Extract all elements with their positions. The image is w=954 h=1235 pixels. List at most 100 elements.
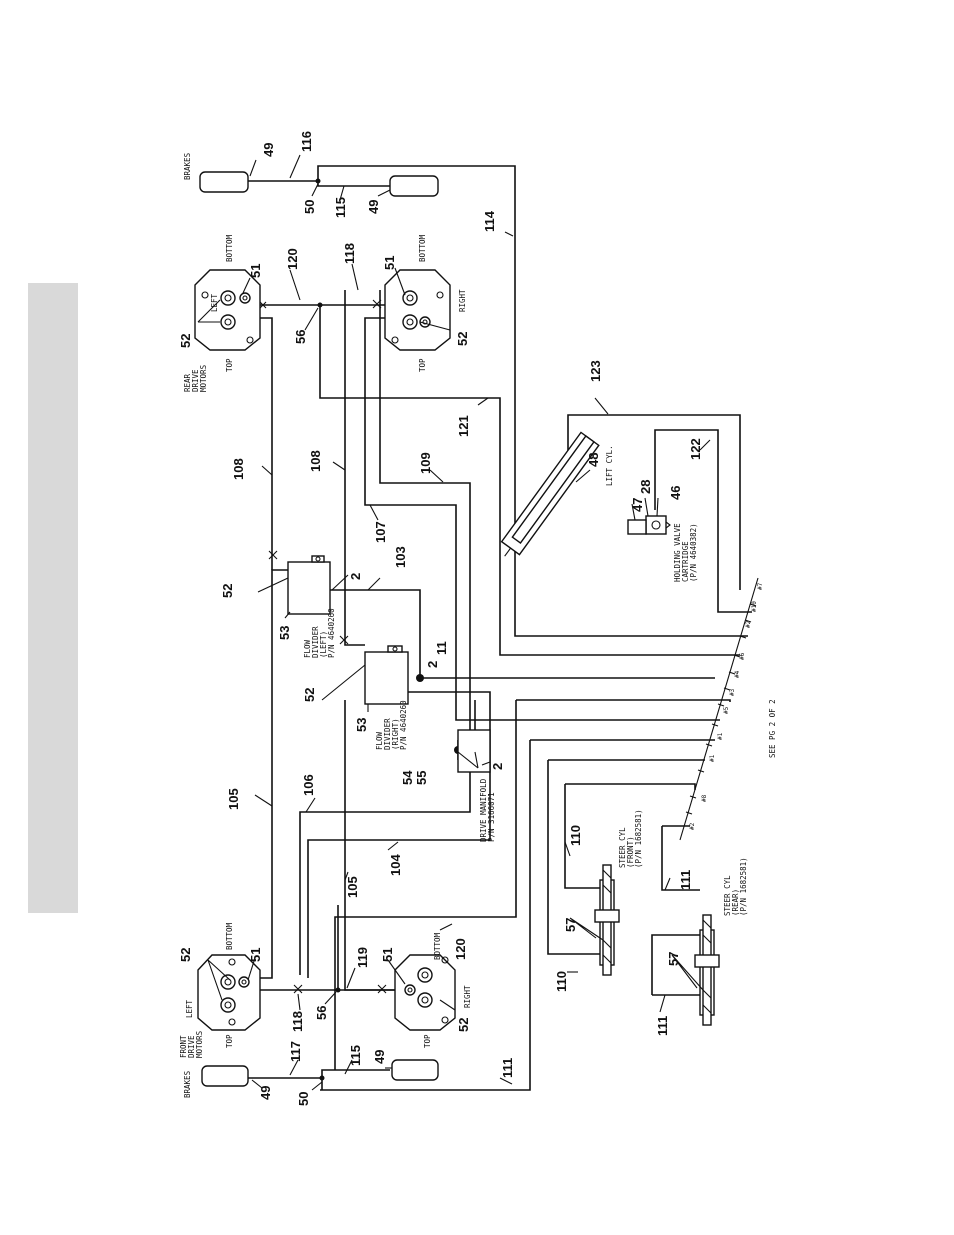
front-drive-motors-line3: MOTORS (195, 1030, 204, 1058)
steer-cyl-rear-line1: STEER CYL (723, 875, 732, 916)
flow-divider-right (364, 645, 409, 705)
callout-105: 105 (226, 788, 241, 810)
rear-bottom-right-label: BOTTOM (418, 234, 427, 262)
port-label: #4 (734, 670, 741, 678)
callout-114: 114 (482, 210, 497, 232)
brakes-rear-label: BRAKES (183, 152, 192, 180)
callout-56: 56 (314, 1006, 329, 1020)
callout-118: 118 (290, 1011, 305, 1032)
port-label: #7 (757, 582, 764, 590)
port-label: #2 (689, 822, 696, 830)
flow-divider-right-line4: P/N 4640260 (399, 700, 408, 750)
port-label: #8 (701, 794, 708, 802)
front-bottom-right-label: BOTTOM (433, 932, 442, 960)
callout-49: 49 (261, 143, 276, 157)
drive-manifold (457, 729, 491, 773)
steer-cylinder-front (594, 864, 620, 976)
callout-51: 51 (248, 264, 263, 278)
steer-cyl-rear-line2: (REAR) (731, 889, 740, 916)
flow-divider-right-line1: FLOW (375, 731, 384, 750)
callout-108: 108 (231, 458, 246, 480)
callout-110: 110 (554, 971, 569, 992)
rear-top-left-label: TOP (225, 358, 234, 372)
callout-104: 104 (388, 854, 403, 876)
callout-51: 51 (382, 256, 397, 270)
holding-valve-line2: CARTRIDGE (681, 541, 690, 582)
callout-120: 120 (285, 248, 300, 270)
flow-divider-left-line3: (LEFT) (319, 631, 328, 658)
steer-cyl-front-line2: (FRONT) (626, 836, 635, 868)
rear-top-right-label: TOP (418, 358, 427, 372)
rear-left-label: LEFT (210, 293, 219, 312)
callout-50: 50 (296, 1092, 311, 1106)
callout-57: 57 (563, 918, 578, 932)
gray-margin-strip (28, 283, 78, 913)
callout-120: 120 (453, 938, 468, 960)
leader-lines (197, 154, 711, 1091)
plug-markers (259, 299, 387, 994)
callout-105: 105 (345, 876, 360, 898)
flow-divider-right-line2: DIVIDER (383, 718, 392, 750)
front-left-label: LEFT (185, 999, 194, 1018)
flow-divider-left (287, 555, 331, 615)
component-labels: BRAKES BRAKES REAR DRIVE MOTORS FRONT DR… (179, 152, 777, 1098)
callout-56: 56 (293, 330, 308, 344)
callout-57: 57 (666, 952, 681, 966)
callout-111: 111 (500, 1058, 515, 1078)
hose-lines (248, 165, 752, 1091)
callout-109: 109 (418, 452, 433, 474)
rear-drive-motors-line1: REAR (183, 373, 192, 392)
callout-11: 11 (434, 641, 449, 655)
port-label: #3 (729, 688, 736, 696)
port-labels: #7 #10 #2 #6 #4 #3 #5 #1 #1 #8 #2 (689, 582, 764, 830)
callout-2: 2 (348, 573, 363, 580)
rear-left-drive-motor (194, 269, 261, 351)
flow-divider-left-line4: P/N 4640260 (327, 608, 336, 658)
holding-valve-cartridge (627, 515, 671, 535)
rear-right-brake (389, 175, 439, 197)
callout-52: 52 (455, 332, 470, 346)
rear-left-brake (199, 171, 249, 193)
callout-108: 108 (308, 450, 323, 472)
port-label: #2 (745, 620, 752, 628)
rear-drive-motors-line3: MOTORS (199, 364, 208, 392)
callout-52: 52 (302, 688, 317, 702)
port-label: #5 (723, 706, 730, 714)
port-label: #1 (717, 732, 724, 740)
callout-122: 122 (688, 438, 703, 460)
steer-cyl-front-line1: STEER CYL (618, 827, 627, 868)
callout-52: 52 (456, 1018, 471, 1032)
drive-manifold-line2: P/N 3166071 (487, 792, 496, 842)
front-top-right-label: TOP (423, 1034, 432, 1048)
callout-51: 51 (248, 948, 263, 962)
rear-right-drive-motor (384, 269, 451, 351)
callout-103: 103 (393, 546, 408, 568)
rear-right-label: RIGHT (458, 289, 467, 312)
callout-49: 49 (258, 1086, 273, 1100)
front-bottom-left-label: BOTTOM (225, 922, 234, 950)
port-block-line (679, 577, 759, 841)
front-drive-motors-line2: DRIVE (187, 1035, 196, 1058)
front-right-brake (391, 1059, 439, 1081)
holding-valve-line3: (P/N 4640382) (689, 523, 698, 582)
port-label: #10 (751, 601, 758, 612)
callout-52: 52 (220, 584, 235, 598)
callout-118: 118 (342, 243, 357, 264)
see-page-note: SEE PG 2 OF 2 (768, 699, 777, 758)
front-top-left-label: TOP (225, 1034, 234, 1048)
callout-2: 2 (490, 763, 505, 770)
callout-53: 53 (277, 626, 292, 640)
drive-manifold-line1: DRIVE MANIFOLD (479, 778, 488, 842)
callout-110: 110 (568, 825, 583, 846)
front-left-brake (201, 1065, 249, 1087)
callout-53: 53 (354, 718, 369, 732)
front-left-drive-motor (197, 954, 261, 1031)
callout-46: 46 (668, 486, 683, 500)
callout-49: 49 (372, 1050, 387, 1064)
callout-2: 2 (425, 661, 440, 668)
callout-50: 50 (302, 200, 317, 214)
flow-divider-right-line3: (RIGHT) (391, 718, 400, 750)
callout-52: 52 (178, 334, 193, 348)
